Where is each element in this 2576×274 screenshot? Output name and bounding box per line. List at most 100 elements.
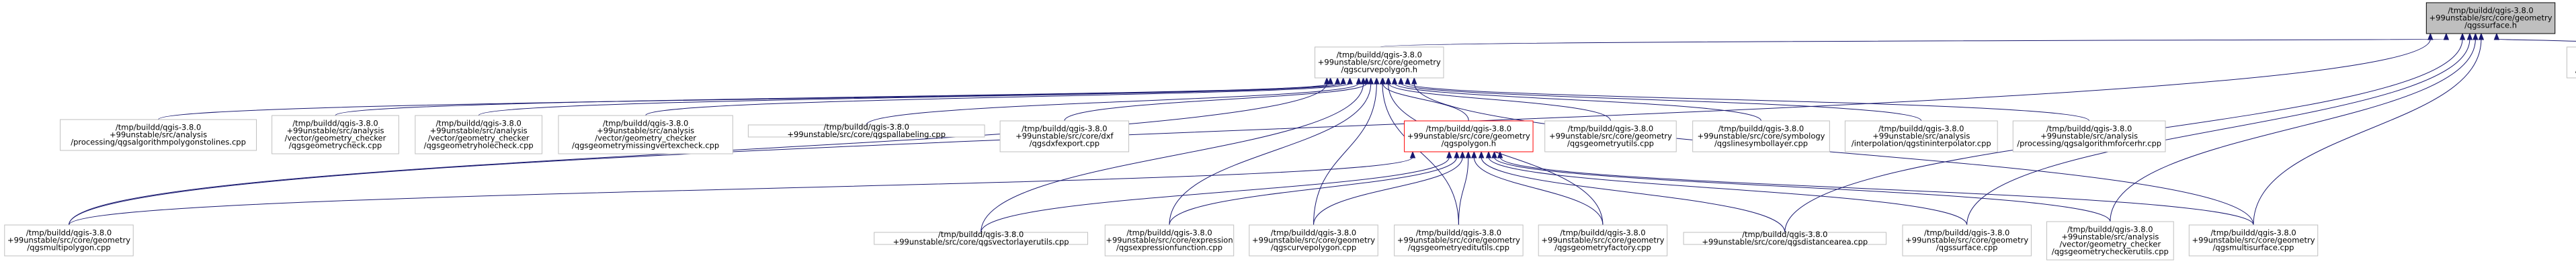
graph-node-editutils[interactable]: /tmp/buildd/qgis-3.8.0+99unstable/src/co… [1394,224,1524,257]
node-label-line: /tmp/buildd/qgis-3.8.0 [2210,228,2296,238]
graph-node-polygonh[interactable]: /tmp/buildd/qgis-3.8.0+99unstable/src/co… [1404,120,1534,152]
edge-arrowhead [2466,32,2473,40]
graph-node-forcerhr[interactable]: /tmp/buildd/qgis-3.8.0+99unstable/src/an… [2012,120,2166,152]
edge-arrowhead [1340,77,1346,85]
edge-curvepolygon_h-linesymbol [1391,77,1762,122]
graph-node-distancearea[interactable]: /tmp/buildd/qgis-3.8.0+99unstable/src/co… [1683,230,1887,246]
graph-node-tininterp[interactable]: /tmp/buildd/qgis-3.8.0+99unstable/src/an… [1844,120,1998,152]
node-label-line: +99unstable/src/analysis [1872,132,1970,141]
node-box [874,232,1088,245]
node-label-line: /qgsgeometryholecheck.cpp [424,141,534,150]
edge-surface-multipolygon [69,32,2434,226]
edge-line [69,156,1413,226]
graph-node-multipolygon[interactable]: /tmp/buildd/qgis-3.8.0+99unstable/src/co… [4,224,134,257]
graph-node-curvepolygon_cpp[interactable]: /tmp/buildd/qgis-3.8.0+99unstable/src/co… [1249,224,1378,257]
node-box [272,115,399,154]
node-label-line: +99unstable/src/core/qgsdistancearea.cpp [1702,237,1868,246]
node-label-line: /qgslinesymbollayer.cpp [1714,139,1808,148]
edge-polygonh-multipolygon [69,150,1416,226]
node-label-line: /tmp/buildd/qgis-3.8.0 [292,119,378,128]
node-label-line: /qgsgeometrycheck.cpp [289,141,382,150]
node-label-line: /tmp/buildd/qgis-3.8.0 [2067,225,2153,234]
edge-arrowhead [1391,77,1398,85]
edge-arrowhead [1409,150,1416,158]
graph-node-curvepolygon_h[interactable]: /tmp/buildd/qgis-3.8.0+99unstable/src/co… [1315,46,1444,79]
node-box [2425,2,2556,34]
graph-node-vectorlayerutils[interactable]: /tmp/buildd/qgis-3.8.0+99unstable/src/co… [874,230,1088,246]
edge-line [1313,156,1463,226]
node-box [1692,120,1830,152]
node-box [4,224,134,257]
edge-arrowhead [1347,77,1353,85]
graph-node-surface_cpp[interactable]: /tmp/buildd/qgis-3.8.0+99unstable/src/co… [1902,224,2032,257]
node-label-line: +99unstable/src/analysis [110,130,207,140]
node-box [2046,221,2174,261]
graph-node-linesymbol[interactable]: /tmp/buildd/qgis-3.8.0+99unstable/src/co… [1692,120,1830,152]
node-label-line: /qgssurface.h [2464,21,2517,30]
graph-node-dxfexport[interactable]: /tmp/buildd/qgis-3.8.0+99unstable/src/co… [999,120,1130,152]
edge-surface-checkerutils [2110,32,2479,222]
node-label-line: +99unstable/src/core/dxf [1015,132,1114,141]
edge-curvepolygon_h-forcerhr [1405,77,2090,122]
node-label-line: /tmp/buildd/qgis-3.8.0 [116,123,201,132]
edge-curvepolygon_h-missingvtx [645,77,1353,116]
edge-line [981,83,1364,233]
graph-node-snapper[interactable]: /tmp/buildd/qgis-3.8.0+99unstable/src/an… [2566,46,2576,79]
node-label-line: /tmp/buildd/qgis-3.8.0 [938,230,1024,239]
graph-node-thmpolygons[interactable]: /tmp/buildd/qgis-3.8.0+99unstable/src/an… [60,119,257,151]
edge-line [1382,83,1459,226]
graph-node-exprfunction[interactable]: /tmp/buildd/qgis-3.8.0+99unstable/src/co… [1104,224,1235,257]
edge-surface-surface_cpp [1966,32,2473,226]
node-label-line: +99unstable/src/analysis [597,126,694,136]
graph-node-missingvtx[interactable]: /tmp/buildd/qgis-3.8.0+99unstable/src/an… [558,115,733,154]
edge-line [1494,156,2111,222]
graph-node-holecheck[interactable]: /tmp/buildd/qgis-3.8.0+99unstable/src/an… [415,115,543,154]
edge-polygonh-multisurface [1497,150,2254,226]
edge-line [2110,38,2476,222]
edge-arrowhead [1478,150,1485,158]
node-label-line: /vector/geometry_checker [285,134,386,143]
node-label-line: +99unstable/src/core/geometry [1407,132,1530,141]
edge-line [1499,156,2254,226]
node-label-line: /tmp/buildd/qgis-3.8.0 [1568,124,1653,134]
node-label-line: +99unstable/src/core/qgspallabeling.cpp [787,130,946,139]
graph-node-pallabeling[interactable]: /tmp/buildd/qgis-3.8.0+99unstable/src/co… [747,122,985,139]
edge-line [69,38,2431,226]
graph-node-geomutils[interactable]: /tmp/buildd/qgis-3.8.0+99unstable/src/co… [1544,120,1677,152]
node-label-line: /qgsgeometryutils.cpp [1567,139,1654,148]
node-label-line: /tmp/buildd/qgis-3.8.0 [603,119,688,128]
graph-node-surface[interactable]: /tmp/buildd/qgis-3.8.0+99unstable/src/co… [2425,2,2556,34]
edge-arrowhead [1405,77,1411,85]
edge-surface-multisurface [2253,32,2485,226]
edge-polygonh-exprfunction [1169,150,1460,226]
edge-arrowhead [2459,32,2466,40]
node-label-line: /interpolation/qgstininterpolator.cpp [1852,139,1991,148]
node-label-line: /vector/geometry_checker [428,134,530,143]
node-label-line: +99unstable/src/core/expression [1106,236,1233,245]
edge-arrowhead [1454,150,1460,158]
graph-node-geomfactory[interactable]: /tmp/buildd/qgis-3.8.0+99unstable/src/co… [1538,224,1668,257]
edge-arrowhead [1368,77,1374,85]
edge-curvepolygon_h-polygonh [1380,77,1469,122]
node-label-line: /tmp/buildd/qgis-3.8.0 [435,119,521,128]
node-label-line: /tmp/buildd/qgis-3.8.0 [1878,124,1964,134]
edge-arrowhead [1334,77,1341,85]
edge-arrowhead [2427,32,2434,40]
edge-arrowhead [1491,150,1497,158]
edge-line [1481,156,1786,233]
edge-arrowhead [1360,77,1366,85]
edge-curvepolygon_h-curvepolygon_cpp [1313,77,1380,226]
edge-arrowhead [2473,32,2479,40]
edge-line [2253,38,2482,226]
node-label-line: +99unstable/src/core/geometry [1397,236,1520,245]
graph-node-checkerutils[interactable]: /tmp/buildd/qgis-3.8.0+99unstable/src/an… [2046,221,2174,261]
node-label-line: +99unstable/src/core/geometry [2192,236,2315,245]
edge-line [1473,156,1604,226]
edge-line [1966,38,2470,226]
edge-curvepolygon_h-holecheck [478,77,1346,116]
graph-node-multisurface[interactable]: /tmp/buildd/qgis-3.8.0+99unstable/src/co… [2188,224,2319,257]
node-label-line: +99unstable/src/analysis [286,126,384,136]
edge-curvepolygon_h-pallabeling [866,77,1362,126]
node-label-line: +99unstable/src/analysis [2040,132,2138,141]
graph-node-geomcheck[interactable]: /tmp/buildd/qgis-3.8.0+99unstable/src/an… [272,115,399,154]
